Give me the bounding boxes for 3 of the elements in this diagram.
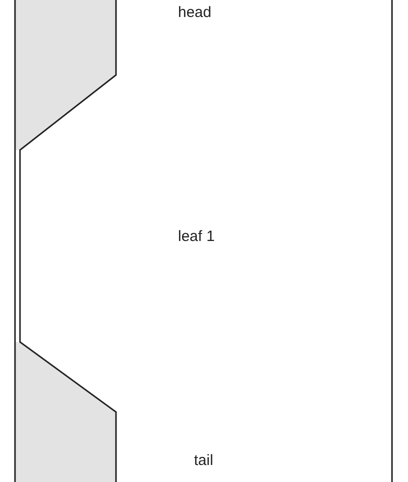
region-label: tail <box>194 452 214 469</box>
region-label: head <box>178 4 212 21</box>
region-label: leaf 1 <box>178 228 215 245</box>
